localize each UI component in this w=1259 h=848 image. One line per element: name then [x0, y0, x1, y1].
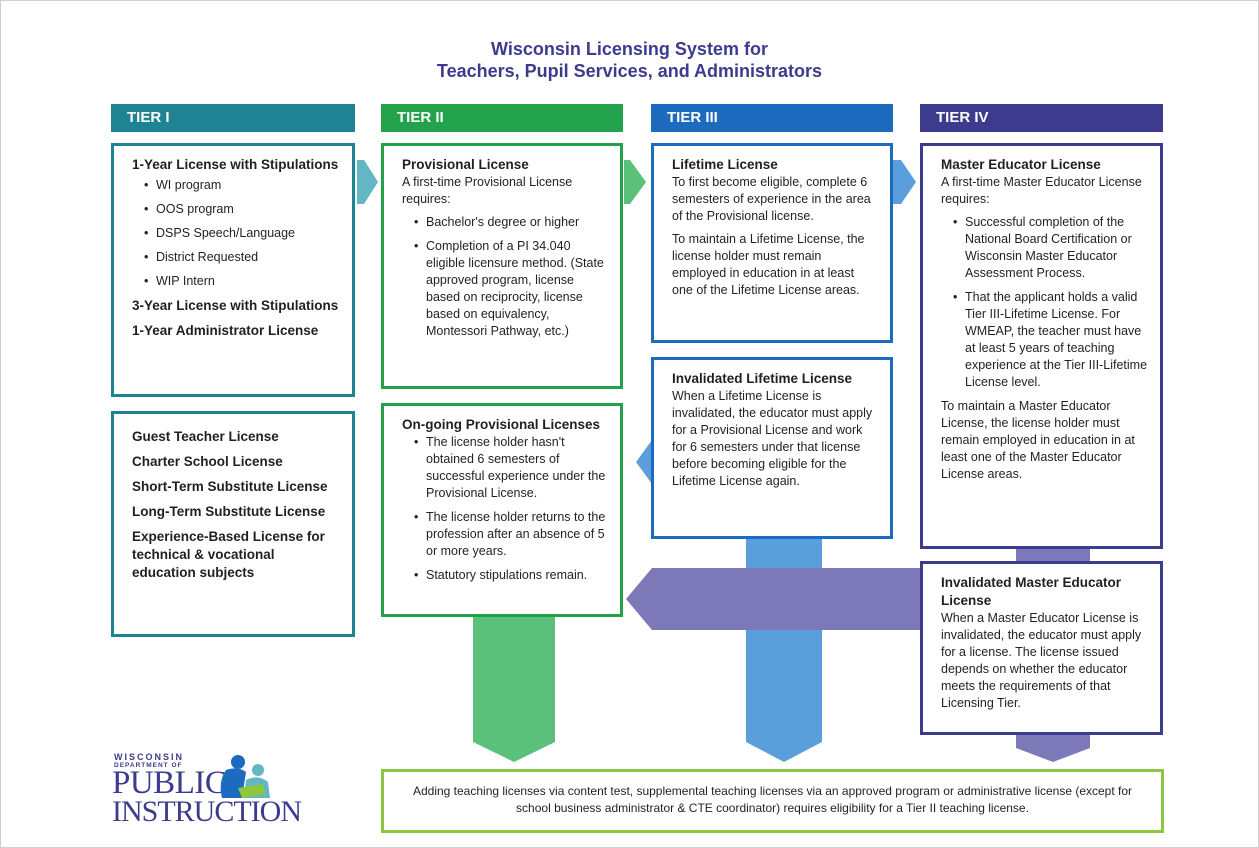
tier2-requirements-list: Bachelor's degree or higher Completion o…: [402, 214, 608, 340]
arrow-tier2-to-tier3: [624, 160, 646, 204]
tier2-eligibility-note: Adding teaching licenses via content tes…: [381, 769, 1164, 833]
tier4-invalidated-master: Invalidated Master Educator License When…: [920, 561, 1163, 735]
tier2-header: TIER II: [381, 104, 623, 132]
tier4-invalidated-text: When a Master Educator License is invali…: [941, 611, 1142, 710]
tier2-provisional-license: Provisional License A first-time Provisi…: [381, 143, 623, 389]
diagram-title-line2: Teachers, Pupil Services, and Administra…: [436, 61, 823, 81]
logo-public: PUBLIC: [112, 765, 227, 801]
tier1-heading-3year: 3-Year License with Stipulations: [132, 298, 339, 313]
arrow-tier4-down: [1016, 734, 1090, 762]
logo-wisconsin: WISCONSIN: [114, 752, 185, 762]
tier2-ongoing-provisional: On-going Provisional Licenses The licens…: [381, 403, 623, 617]
logo-instruction: INSTRUCTION: [112, 795, 302, 828]
tier2-ongoing-list: The license holder hasn't obtained 6 sem…: [402, 434, 608, 584]
list-item: DSPS Speech/Language: [144, 225, 340, 242]
arrow-tier3-to-tier2: [636, 440, 652, 484]
list-item: Experience-Based License for technical &…: [132, 529, 325, 580]
tier1-stipulation-list: WI program OOS program DSPS Speech/Langu…: [132, 177, 340, 290]
tier1-heading-admin: 1-Year Administrator License: [132, 323, 319, 338]
list-item: Guest Teacher License: [132, 429, 279, 444]
arrow-tier3-to-tier4: [893, 160, 916, 204]
dpi-logo: WISCONSIN DEPARTMENT OF PUBLIC INSTRUCTI…: [112, 752, 302, 832]
list-item: WIP Intern: [144, 273, 340, 290]
tier4-header: TIER IV: [920, 104, 1163, 132]
logo-department-of: DEPARTMENT OF: [114, 762, 183, 769]
list-item: Bachelor's degree or higher: [414, 214, 608, 231]
arrow-tier2-down: [473, 612, 555, 762]
tier3-header: TIER III: [651, 104, 893, 132]
tier1-header: TIER I: [111, 104, 355, 132]
tier2-heading-provisional: Provisional License: [402, 157, 529, 172]
list-item: Successful completion of the National Bo…: [953, 214, 1148, 282]
list-item: OOS program: [144, 201, 340, 218]
arrow-tier4-to-tier2: [626, 568, 922, 630]
tier2-intro: A first-time Provisional License require…: [402, 175, 573, 206]
list-item: WI program: [144, 177, 340, 194]
tier4-connector: [1016, 548, 1090, 562]
tier3-heading-lifetime: Lifetime License: [672, 157, 778, 172]
tier1-other-licenses: Guest Teacher License Charter School Lic…: [111, 411, 355, 637]
logo-figures-icon: [220, 755, 270, 798]
tier1-heading-1year: 1-Year License with Stipulations: [132, 157, 339, 172]
tier4-intro: A first-time Master Educator License req…: [941, 175, 1142, 206]
tier4-requirements-list: Successful completion of the National Bo…: [941, 214, 1148, 391]
list-item: Completion of a PI 34.040 eligible licen…: [414, 238, 608, 340]
tier4-maintain-text: To maintain a Master Educator License, t…: [941, 399, 1135, 481]
list-item: The license holder hasn't obtained 6 sem…: [414, 434, 608, 502]
diagram-title-line1: Wisconsin Licensing System for: [491, 39, 768, 59]
list-item: District Requested: [144, 249, 340, 266]
tier3-lifetime-license: Lifetime License To first become eligibl…: [651, 143, 893, 343]
arrow-tier1-to-tier2: [357, 160, 378, 204]
list-item: Charter School License: [132, 454, 283, 469]
list-item: Short-Term Substitute License: [132, 479, 328, 494]
tier3-heading-invalidated: Invalidated Lifetime License: [672, 371, 853, 386]
tier4-master-educator-license: Master Educator License A first-time Mas…: [920, 143, 1163, 549]
list-item: The license holder returns to the profes…: [414, 509, 608, 560]
arrow-tier3-down: [746, 530, 822, 762]
tier1-stipulation-licenses: 1-Year License with Stipulations WI prog…: [111, 143, 355, 397]
tier4-heading-invalidated: Invalidated Master Educator License: [941, 575, 1122, 608]
tier3-eligibility-text: To first become eligible, complete 6 sem…: [672, 175, 871, 223]
list-item: Long-Term Substitute License: [132, 504, 326, 519]
list-item: Statutory stipulations remain.: [414, 567, 608, 584]
tier2-heading-ongoing: On-going Provisional Licenses: [402, 417, 601, 432]
list-item: That the applicant holds a valid Tier II…: [953, 289, 1148, 391]
tier3-invalidated-lifetime: Invalidated Lifetime License When a Life…: [651, 357, 893, 539]
tier3-invalidated-text: When a Lifetime License is invalidated, …: [672, 389, 873, 488]
tier3-maintain-text: To maintain a Lifetime License, the lice…: [672, 232, 865, 297]
tier4-heading-master: Master Educator License: [941, 157, 1101, 172]
